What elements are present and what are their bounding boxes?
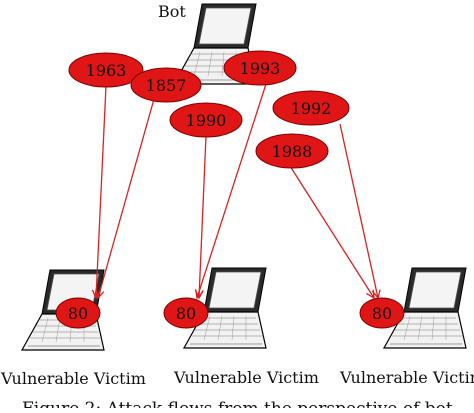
victim-port-node-2: 80 — [163, 297, 209, 329]
victim-label-1: Vulnerable Victim — [0, 369, 146, 388]
source-port-node-1963: 1963 — [68, 52, 144, 88]
bot-label: Bot — [158, 2, 186, 21]
svg-text:1857: 1857 — [146, 76, 187, 95]
source-port-node-1992: 1992 — [272, 90, 350, 126]
source-port-node-1857: 1857 — [130, 67, 202, 103]
svg-text:1988: 1988 — [272, 142, 313, 161]
svg-text:1963: 1963 — [86, 61, 127, 80]
flow-arrow-1990 — [199, 135, 207, 298]
flow-arrow-1963 — [96, 85, 107, 298]
svg-text:80: 80 — [68, 304, 88, 323]
svg-text:80: 80 — [176, 304, 196, 323]
figure-caption: Figure 2: Attack flows from the perspect… — [22, 399, 453, 408]
victim-label-3: Vulnerable Victim — [339, 368, 474, 387]
source-port-node-1988: 1988 — [255, 133, 329, 169]
victim-label-2: Vulnerable Victim — [173, 368, 319, 387]
svg-text:1992: 1992 — [291, 99, 332, 118]
flow-arrow-1857 — [98, 98, 155, 298]
flow-arrow-1988 — [289, 165, 374, 298]
victim-port-node-1: 80 — [55, 297, 101, 329]
victim-port-node-3: 80 — [359, 297, 405, 329]
svg-text:1990: 1990 — [186, 111, 227, 130]
source-port-node-1990: 1990 — [169, 102, 243, 138]
flow-arrow-1992 — [339, 123, 378, 298]
svg-text:80: 80 — [372, 304, 392, 323]
flow-arrow-1993 — [197, 83, 267, 298]
svg-text:1993: 1993 — [240, 59, 281, 78]
source-port-node-1993: 1993 — [223, 50, 297, 86]
